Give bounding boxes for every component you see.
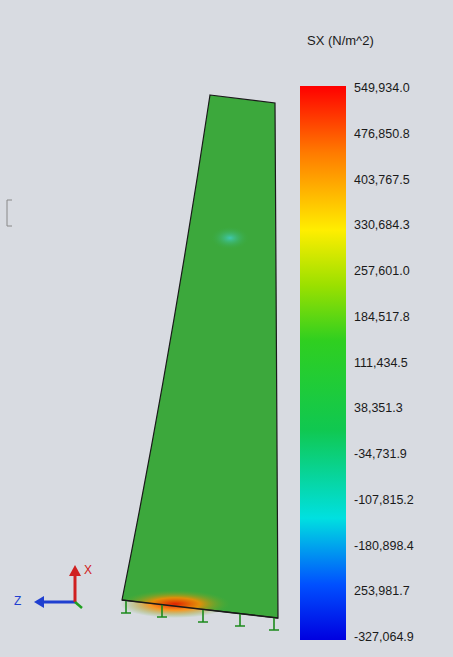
scale-value: 330,684.3: [354, 218, 410, 232]
fixture-symbols: [121, 601, 279, 630]
scale-value: 476,850.8: [354, 127, 410, 141]
axis-label: X: [84, 563, 92, 577]
scale-value: 549,934.0: [354, 81, 410, 95]
part-body: [122, 95, 278, 618]
scale-value: -180,898.4: [354, 539, 414, 553]
scale-value: -107,815.2: [354, 493, 414, 507]
axis-label: Z: [14, 594, 21, 608]
scale-title: SX (N/m^2): [307, 34, 374, 48]
color-bar: [300, 86, 346, 640]
scale-value: -327,064.9: [354, 630, 414, 644]
high-stress-spot: [120, 590, 230, 618]
scale-value: -34,731.9: [354, 447, 407, 461]
scale-value: 111,434.5: [354, 356, 408, 370]
panel-tab: [7, 200, 12, 226]
scale-value: 38,351.3: [354, 401, 403, 415]
scale-value: 184,517.8: [354, 310, 410, 324]
low-stress-spot: [210, 226, 250, 250]
scale-value: 253,981.7: [354, 584, 410, 598]
axis-triad: [34, 565, 82, 608]
scale-value: 403,767.5: [354, 173, 410, 187]
scale-value: 257,601.0: [354, 264, 410, 278]
fixed-edge: [122, 600, 278, 618]
